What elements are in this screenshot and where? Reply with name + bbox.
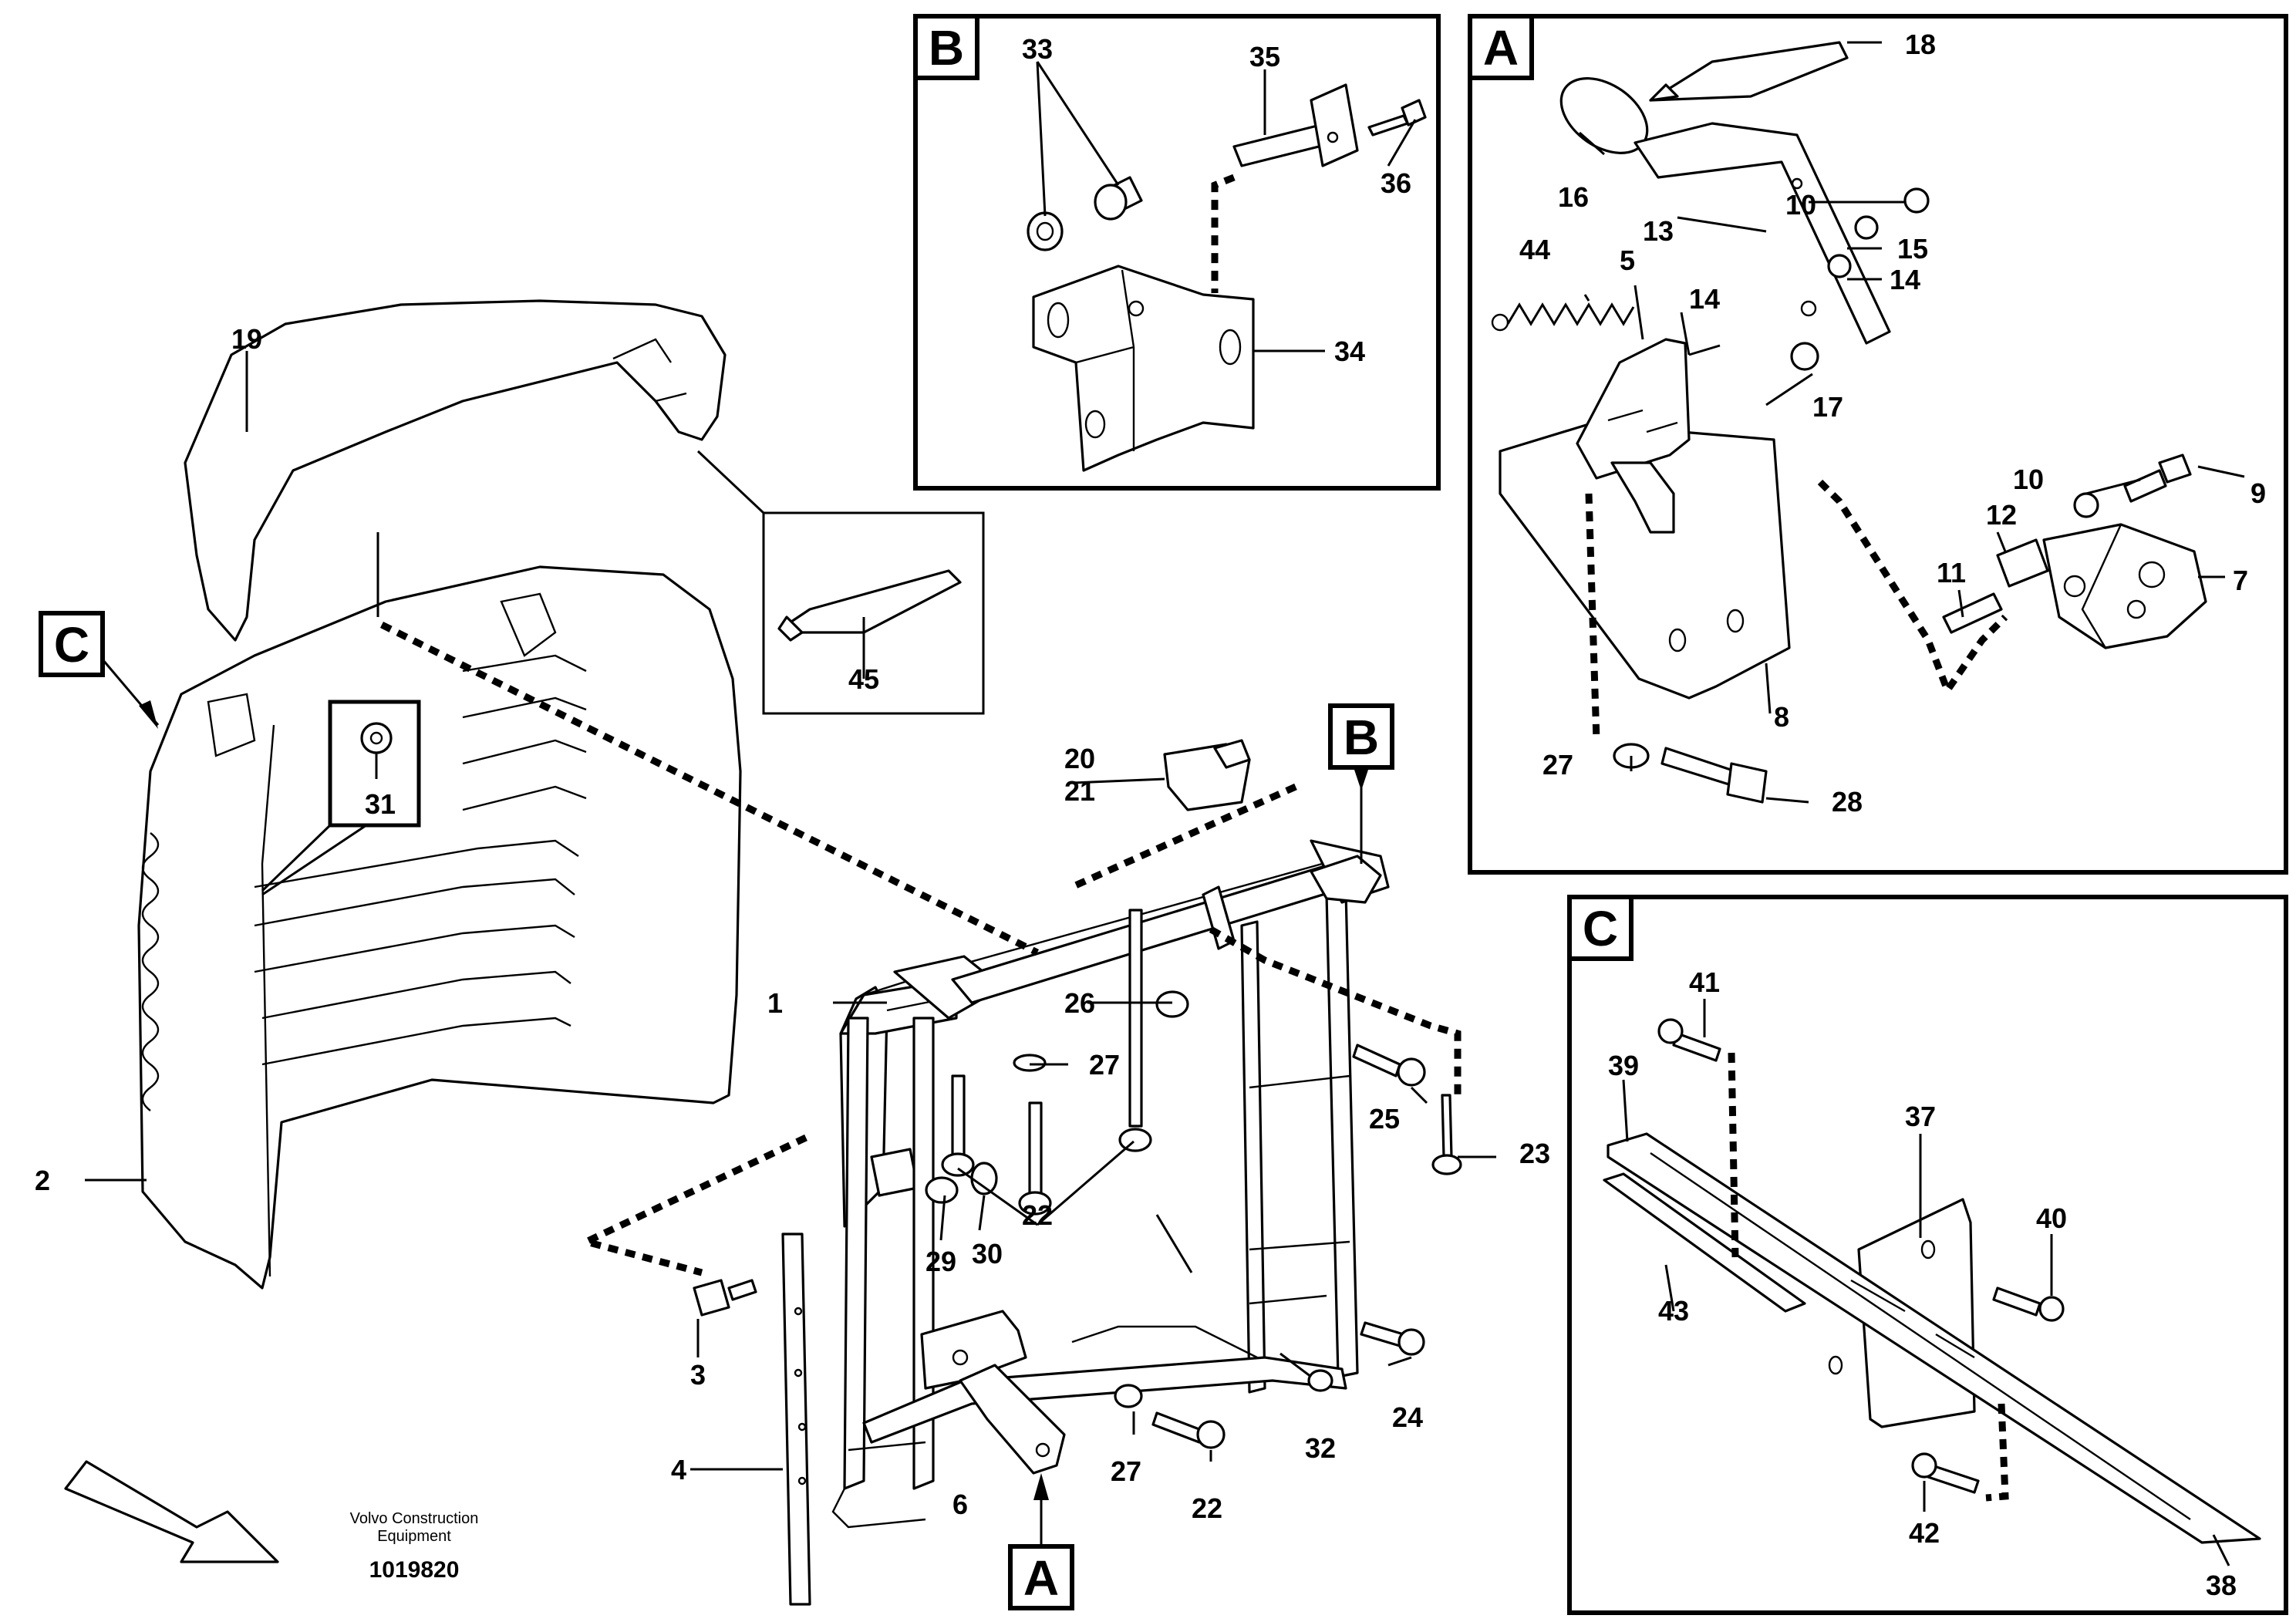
callout-26: 26	[1064, 987, 1095, 1019]
callout-39: 39	[1608, 1050, 1639, 1081]
callout-18: 18	[1905, 29, 1936, 60]
callout-33: 33	[1022, 33, 1053, 65]
callout-15: 15	[1897, 233, 1928, 265]
sealant-tube-icon	[1649, 41, 1849, 102]
callout-44: 44	[1519, 234, 1550, 265]
callout-31: 31	[365, 788, 396, 820]
callout-23: 23	[1519, 1138, 1550, 1169]
sealant-tube-icon	[785, 569, 962, 634]
callout-10-lower: 10	[2013, 464, 2044, 495]
callout-25: 25	[1369, 1103, 1400, 1135]
detail-tag-b: B	[929, 20, 964, 76]
detail-tag-c: C	[1583, 901, 1618, 956]
callout-27-upper: 27	[1089, 1049, 1120, 1081]
callout-27-detail: 27	[1542, 749, 1573, 781]
callout-19: 19	[231, 323, 262, 355]
detail-tag-a: A	[1483, 20, 1519, 76]
callout-30: 30	[972, 1238, 1003, 1270]
callout-41: 41	[1689, 966, 1720, 998]
callout-4: 4	[671, 1454, 686, 1485]
callout-43: 43	[1658, 1295, 1689, 1327]
callout-3: 3	[690, 1359, 706, 1391]
callout-20: 20	[1064, 743, 1095, 774]
footer-line-2: Equipment	[377, 1528, 451, 1545]
callout-40: 40	[2036, 1202, 2067, 1234]
detail-tag-b-main: B	[1344, 710, 1379, 765]
callout-42: 42	[1909, 1517, 1940, 1549]
callout-9: 9	[2250, 477, 2266, 509]
callout-11: 11	[1937, 557, 1966, 588]
callout-36: 36	[1381, 167, 1411, 199]
callout-37: 37	[1905, 1101, 1936, 1132]
drawing-number: 1019820	[369, 1557, 460, 1583]
callout-22-lower: 22	[1192, 1492, 1222, 1524]
callout-7: 7	[2233, 565, 2248, 596]
detail-tag-c-main: C	[54, 617, 89, 673]
callout-14-left: 14	[1689, 283, 1720, 315]
callout-6: 6	[952, 1489, 968, 1520]
detail-frame-b: B 33 35 36 34	[913, 14, 1441, 491]
footer-line-1: Volvo Construction	[350, 1510, 479, 1527]
callout-14-right: 14	[1890, 264, 1920, 295]
callout-22-upper: 22	[1022, 1199, 1053, 1231]
callout-1: 1	[767, 987, 783, 1019]
callout-34: 34	[1334, 336, 1365, 367]
arrow-icon	[64, 1460, 279, 1563]
detail-frame-a: A	[1468, 14, 2288, 875]
callout-13: 13	[1643, 215, 1674, 247]
callout-2: 2	[35, 1165, 50, 1196]
callout-27-lower: 27	[1111, 1455, 1141, 1487]
callout-45: 45	[848, 663, 879, 695]
callout-10-upper: 10	[1785, 189, 1816, 221]
callout-17: 17	[1812, 391, 1843, 423]
main-assembly: 45 31	[35, 299, 1550, 1610]
callout-32: 32	[1305, 1432, 1336, 1464]
callout-21: 21	[1064, 775, 1095, 807]
callout-38: 38	[2206, 1570, 2237, 1601]
callout-28: 28	[1832, 786, 1863, 818]
footer: Volvo Construction Equipment 1019820	[350, 1510, 479, 1583]
detail-frame-c: C 41 39 37 40 43 42 38	[1567, 895, 2288, 1615]
callout-12: 12	[1986, 499, 2017, 531]
callout-8: 8	[1774, 701, 1789, 733]
callout-16: 16	[1558, 181, 1589, 213]
callout-29: 29	[925, 1246, 956, 1277]
callout-24: 24	[1392, 1401, 1423, 1433]
callout-5: 5	[1620, 244, 1635, 276]
callout-35: 35	[1249, 41, 1280, 73]
detail-tag-a-main: A	[1023, 1550, 1059, 1606]
